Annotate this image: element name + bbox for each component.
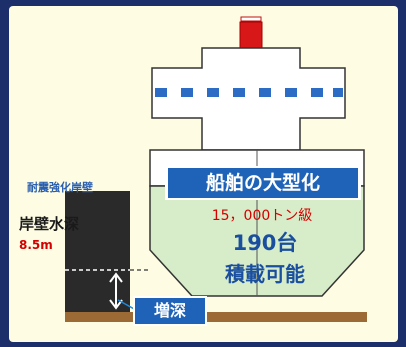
deepen-arrow-head-top [109, 272, 123, 283]
ship-window [285, 88, 297, 97]
ship-window [333, 88, 343, 97]
seismic-quay-label: 耐震強化岸壁 [27, 181, 93, 194]
deepen-arrow-head-bottom [109, 299, 123, 310]
seabed [65, 312, 367, 322]
ship-window [259, 88, 271, 97]
deepening-label: 増深 [153, 301, 186, 320]
loading-capacity: 積載可能 [225, 262, 305, 286]
quay-depth-value: 8.5m [19, 238, 53, 252]
quay-depth-label: 岸壁水深 [19, 215, 80, 233]
ship-window [207, 88, 219, 97]
ship-mast [239, 21, 263, 49]
ship-title-banner-fill [168, 168, 358, 198]
ship-tonnage: 15，000トン級 [211, 208, 313, 224]
ship-size-title: 船舶の大型化 [205, 172, 320, 194]
car-count: 190台 [232, 231, 298, 255]
ship-window [311, 88, 323, 97]
ship-mast-stripe [240, 16, 262, 22]
ship-window [181, 88, 193, 97]
quay-wall [65, 191, 130, 313]
ship-window [155, 88, 167, 97]
ship-window [233, 88, 245, 97]
deepen-label-fill [135, 298, 205, 324]
